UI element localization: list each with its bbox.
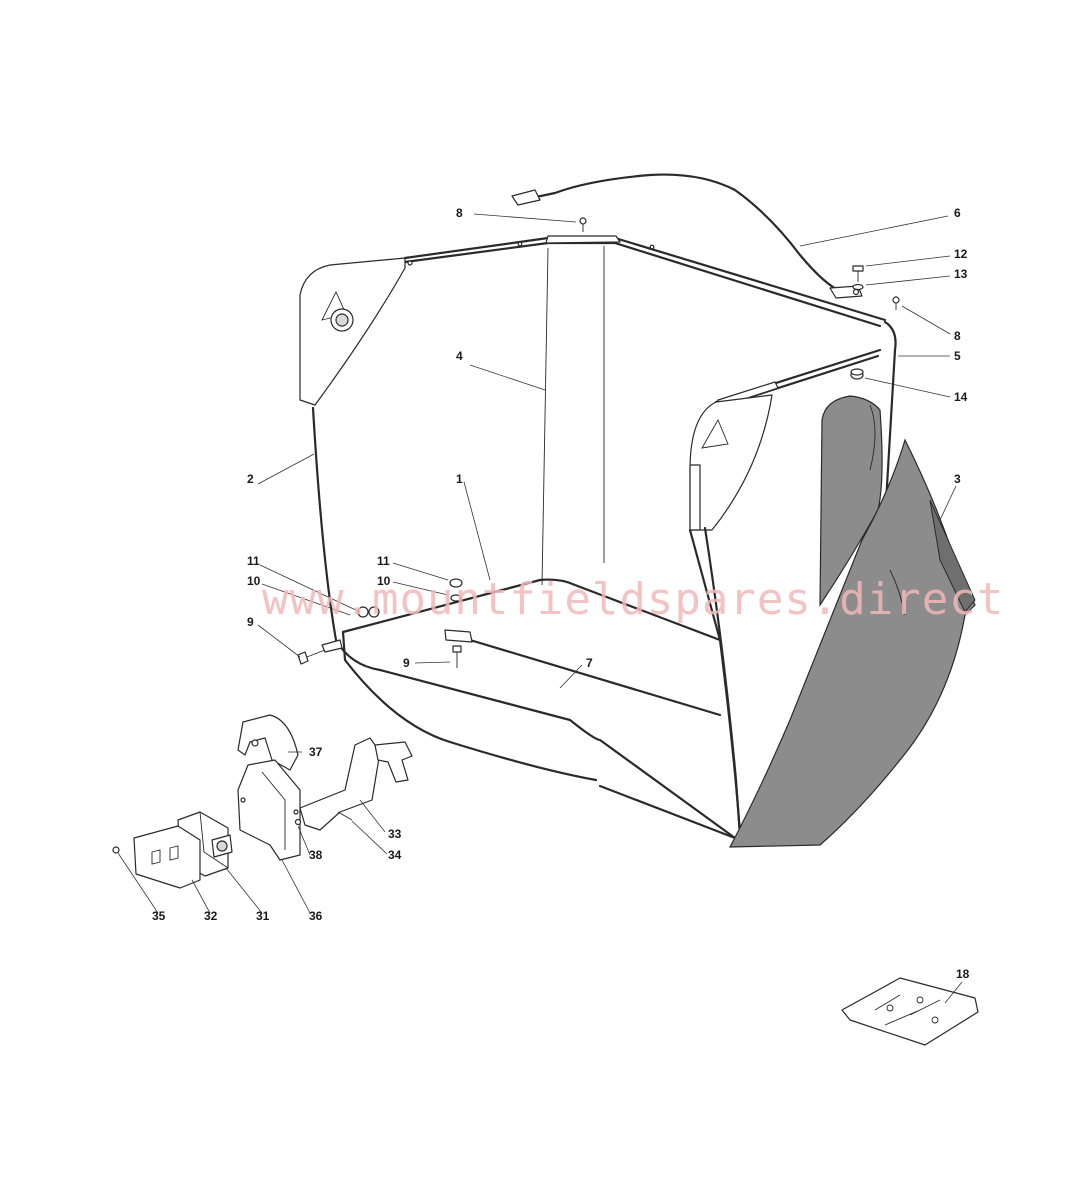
callout-4: 4 (456, 349, 463, 363)
watermark-text: www.mountfieldspares.direct (262, 574, 1004, 625)
callout-labels: 8 6 12 13 8 5 4 14 2 1 3 11 10 11 10 9 9… (152, 206, 970, 981)
callout-9-centre: 9 (403, 656, 410, 670)
callout-12: 12 (954, 247, 968, 261)
callout-38: 38 (309, 848, 323, 862)
top-frame-rim (403, 235, 887, 328)
callout-35: 35 (152, 909, 166, 923)
callout-8: 8 (456, 206, 463, 220)
latch-assembly (112, 714, 413, 889)
callout-7: 7 (586, 656, 593, 670)
callout-10-left: 10 (247, 574, 261, 588)
leader-lines (117, 213, 963, 1004)
right-side-frame (689, 320, 897, 531)
hardware-fasteners (297, 217, 900, 668)
callout-18: 18 (956, 967, 970, 981)
callout-33: 33 (388, 827, 402, 841)
callout-11-centre: 11 (377, 554, 390, 568)
callout-8-right: 8 (954, 329, 961, 343)
callout-5: 5 (954, 349, 961, 363)
callout-36: 36 (309, 909, 323, 923)
callout-37: 37 (309, 745, 323, 759)
left-side-plate (299, 257, 406, 406)
fixings-bag-part-18 (841, 977, 979, 1046)
callout-13: 13 (954, 267, 968, 281)
back-centre-post-part-4 (541, 246, 605, 586)
callout-6: 6 (954, 206, 961, 220)
callout-34: 34 (388, 848, 402, 862)
callout-31: 31 (256, 909, 270, 923)
callout-2: 2 (247, 472, 254, 486)
callout-14: 14 (954, 390, 968, 404)
callout-3: 3 (954, 472, 961, 486)
callout-10-centre: 10 (377, 574, 391, 588)
callout-32: 32 (204, 909, 218, 923)
callout-1: 1 (456, 472, 463, 486)
callout-9-left: 9 (247, 615, 254, 629)
grass-bag-part-3 (728, 395, 976, 848)
callout-11-left: 11 (247, 554, 260, 568)
